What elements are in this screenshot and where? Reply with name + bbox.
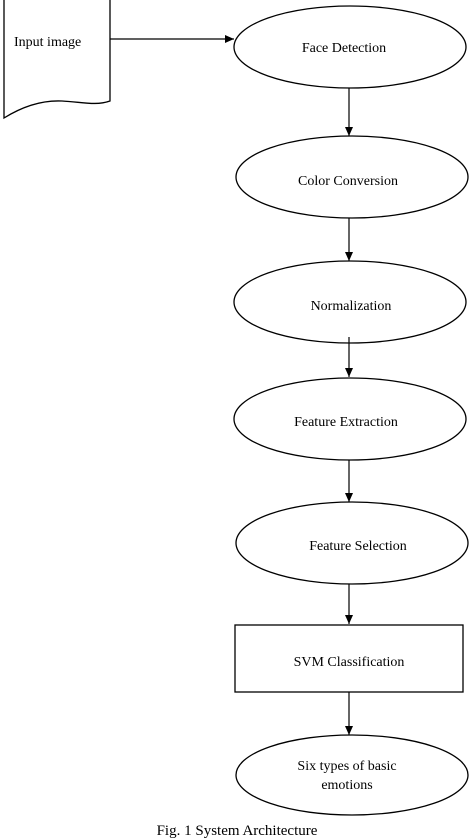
emotions-label-line1: Six types of basic (297, 759, 396, 774)
face-detection-label: Face Detection (302, 41, 386, 56)
feature-extraction-label: Feature Extraction (294, 415, 398, 430)
feature-selection-label: Feature Selection (309, 539, 407, 554)
feature-selection-node (235, 501, 469, 585)
normalization-label: Normalization (311, 299, 392, 314)
svm-classification-label: SVM Classification (294, 655, 405, 670)
color-conversion-node (235, 135, 469, 219)
face-detection-node (233, 5, 467, 89)
color-conversion-label: Color Conversion (298, 174, 398, 189)
svm-classification-node (234, 624, 464, 693)
emotions-node (235, 734, 469, 816)
input-document-label: Input image (14, 35, 81, 50)
feature-extraction-node (233, 377, 467, 461)
figure-caption: Fig. 1 System Architecture (156, 823, 318, 839)
emotions-label-line2: emotions (321, 778, 372, 793)
normalization-node (233, 260, 467, 344)
input-document-shape (3, 0, 111, 120)
